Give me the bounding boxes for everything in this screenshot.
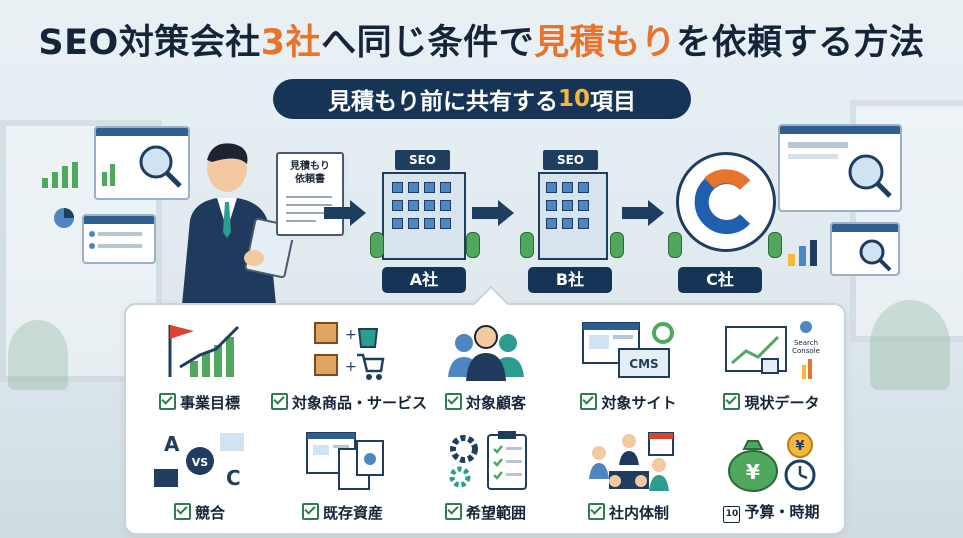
- money-clock-icon: ¥ ¥: [728, 432, 816, 492]
- magnifier-chart-icon: [102, 145, 182, 188]
- item-competitors: A VS C 競合: [128, 421, 271, 529]
- company-a-building: SEO: [370, 150, 480, 290]
- search-console-text: Search: [794, 339, 818, 347]
- yen-symbol: ¥: [746, 460, 760, 484]
- team-meeting-icon: [589, 432, 674, 491]
- item-desired-scope: 希望範囲: [414, 421, 557, 529]
- item-label: 対象サイト: [601, 394, 677, 412]
- company-a-label: A社: [382, 267, 466, 293]
- analytics-card: [830, 222, 900, 276]
- background-plant: [870, 300, 950, 390]
- company-c-label: C社: [678, 267, 762, 293]
- company-b-building: SEO: [518, 150, 628, 290]
- page-title: SEO対策会社3社へ同じ条件で見積もりを依頼する方法: [38, 23, 925, 63]
- cms-text: CMS: [629, 357, 658, 371]
- item-target-customers: 対象顧客: [414, 311, 557, 419]
- documents-icon: [306, 432, 384, 490]
- c-letter-logo-icon: [694, 169, 751, 234]
- analytics-search-console-icon: Search Console: [725, 321, 820, 379]
- item-current-data: Search Console 現状データ: [700, 311, 843, 419]
- flow-arrow: [324, 200, 366, 226]
- background-plant: [8, 320, 68, 390]
- tree-decoration: [768, 232, 782, 258]
- vs-a-text: A: [164, 432, 180, 456]
- magnifier-icon: [859, 239, 892, 272]
- item-label: 競合: [194, 504, 225, 522]
- bar-chart-icon: [42, 162, 78, 188]
- estimate-request-document: 見積もり依頼書: [276, 152, 344, 236]
- svg-text:+: +: [345, 327, 357, 343]
- item-label: 希望範囲: [465, 504, 526, 522]
- vs-text: VS: [192, 456, 209, 469]
- item-label: 現状データ: [744, 394, 820, 412]
- search-console-text: Console: [792, 347, 820, 355]
- vs-c-text: C: [226, 466, 241, 490]
- item-existing-assets: 既存資産: [271, 421, 414, 529]
- item-target-site: CMS 対象サイト: [557, 311, 700, 419]
- bar-chart-icon: [788, 240, 817, 266]
- item-label: 事業目標: [179, 394, 240, 412]
- svg-text:+: +: [345, 359, 357, 375]
- list-card: [82, 214, 156, 264]
- report-card: [94, 126, 190, 200]
- customers-icon: [448, 325, 524, 381]
- flow-arrow: [472, 200, 514, 226]
- yen-symbol: ¥: [795, 439, 804, 454]
- seo-sign: SEO: [395, 150, 450, 170]
- versus-icon: A VS C: [154, 432, 244, 490]
- gear-checklist-icon: [449, 431, 527, 490]
- seo-sign: SEO: [543, 150, 598, 170]
- flow-arrow: [622, 200, 664, 226]
- item-business-goal: 事業目標: [128, 311, 271, 419]
- magnifier-icon: [788, 142, 892, 198]
- item-target-products: ++ 対象商品・サービス: [271, 311, 427, 419]
- list-icon: [89, 231, 142, 249]
- browser-card: [778, 124, 902, 212]
- pie-chart-icon: [54, 208, 74, 228]
- number-ten-badge: 10: [723, 506, 741, 523]
- businessman-illustration: [182, 143, 296, 305]
- website-cms-icon: CMS: [582, 322, 674, 378]
- item-internal-team: 社内体制: [557, 421, 700, 529]
- tree-decoration: [668, 232, 682, 258]
- item-label: 対象顧客: [465, 394, 526, 412]
- items-panel: 事業目標 ++ 対象商品・サービス 対象顧客 CMS: [124, 303, 846, 535]
- company-c-logo: [676, 152, 776, 252]
- item-label: 既存資産: [322, 504, 383, 522]
- item-label: 社内体制: [608, 504, 669, 522]
- item-label: 予算・時期: [744, 503, 820, 521]
- company-b-label: B社: [528, 267, 612, 293]
- products-cart-icon: ++: [314, 322, 385, 380]
- flag-growth-chart-icon: [168, 325, 240, 377]
- item-label: 対象商品・サービス: [292, 394, 428, 412]
